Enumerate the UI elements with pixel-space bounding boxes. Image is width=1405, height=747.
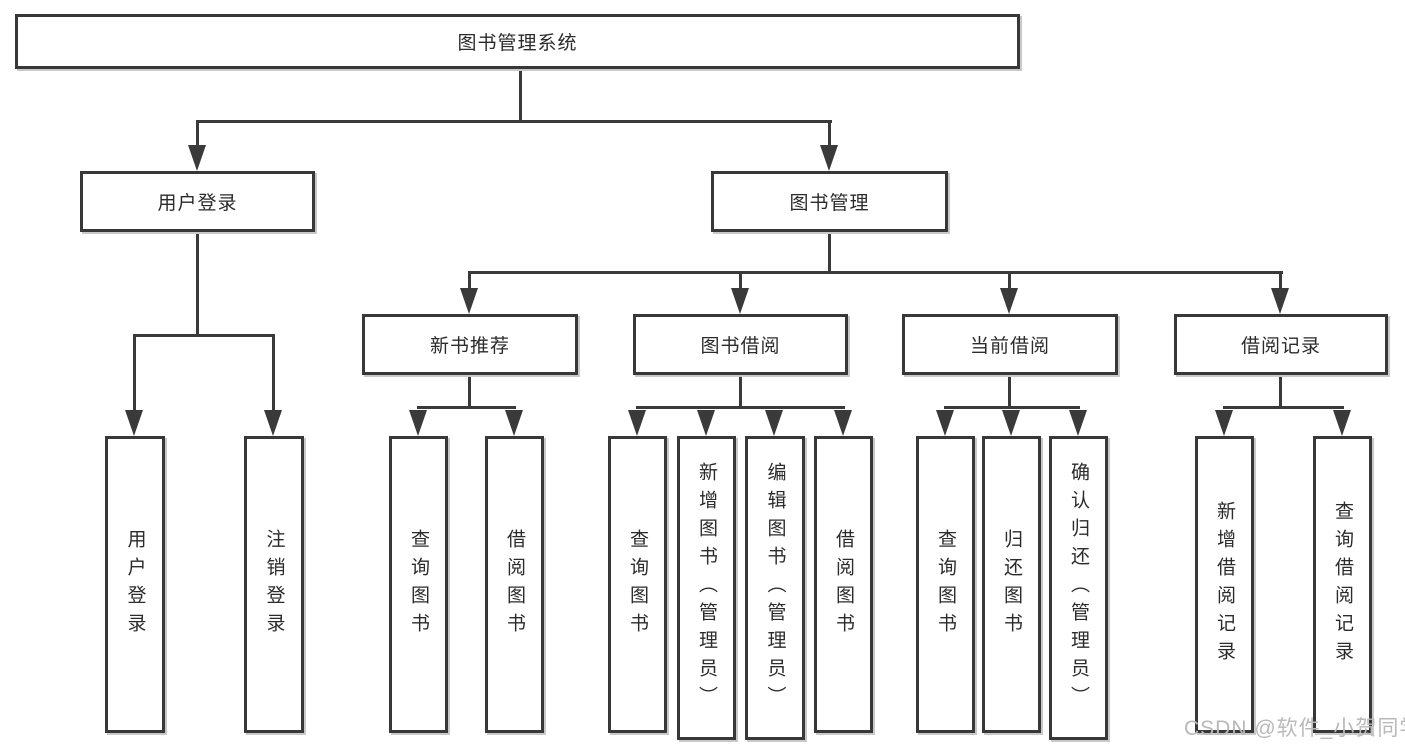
node-user-login-label: 用户登录 bbox=[157, 193, 238, 214]
arrow-down-icon bbox=[936, 410, 954, 436]
arrow-down-icon bbox=[820, 145, 838, 171]
leaf-borrow-book-label: 借阅图书 bbox=[833, 528, 854, 641]
leaf-borrow-query: 查询图书 bbox=[608, 436, 667, 733]
connector-bookmgmt-stem bbox=[828, 232, 831, 274]
node-new-book-recommend: 新书推荐 bbox=[362, 314, 578, 375]
connector-bookborrow-hline bbox=[636, 406, 845, 409]
leaf-query-borrow-record: 查询借阅记录 bbox=[1313, 436, 1372, 733]
connector-root-stem bbox=[519, 68, 522, 123]
arrow-down-icon bbox=[125, 410, 143, 436]
connector-drop-level3 bbox=[739, 271, 742, 293]
leaf-newbooks-query-label: 查询图书 bbox=[408, 528, 429, 641]
arrow-down-icon bbox=[731, 288, 749, 314]
leaf-borrow-add-admin-label: 新增图书（管理员） bbox=[696, 462, 717, 714]
node-borrow-records: 借阅记录 bbox=[1174, 314, 1388, 375]
leaf-current-query-label: 查询图书 bbox=[935, 528, 956, 641]
csdn-watermark: CSDN @软件_小贺同学 bbox=[1184, 717, 1405, 740]
connector-drop-level3 bbox=[468, 271, 471, 293]
connector-bookmgmt-hline bbox=[468, 271, 1283, 274]
node-current-borrow-label: 当前借阅 bbox=[969, 336, 1050, 357]
node-current-borrow: 当前借阅 bbox=[902, 314, 1118, 375]
node-root: 图书管理系统 bbox=[15, 14, 1020, 69]
leaf-newbooks-borrow-label: 借阅图书 bbox=[504, 528, 525, 641]
leaf-user-login: 用户登录 bbox=[105, 436, 165, 733]
arrow-down-icon bbox=[1002, 410, 1020, 436]
arrow-down-icon bbox=[1069, 410, 1087, 436]
connector-drop-user-login bbox=[196, 120, 199, 150]
connector-borrowrecords-stem bbox=[1279, 375, 1282, 409]
connector-drop-leaf bbox=[133, 334, 136, 414]
node-root-label: 图书管理系统 bbox=[457, 33, 578, 54]
leaf-query-borrow-record-label: 查询借阅记录 bbox=[1332, 500, 1353, 669]
leaf-newbooks-borrow: 借阅图书 bbox=[485, 436, 544, 733]
leaf-borrow-query-label: 查询图书 bbox=[627, 528, 648, 641]
leaf-current-query: 查询图书 bbox=[916, 436, 975, 733]
node-book-borrow-label: 图书借阅 bbox=[700, 336, 781, 357]
connector-borrowrecords-hline bbox=[1223, 406, 1344, 409]
arrow-down-icon bbox=[505, 410, 523, 436]
leaf-borrow-edit-admin: 编辑图书（管理员） bbox=[745, 436, 805, 740]
connector-currentborrow-hline bbox=[944, 406, 1080, 409]
leaf-add-borrow-record-label: 新增借阅记录 bbox=[1214, 500, 1235, 669]
connector-userlogin-stem bbox=[196, 232, 199, 337]
leaf-borrow-book: 借阅图书 bbox=[814, 436, 873, 733]
leaf-add-borrow-record: 新增借阅记录 bbox=[1195, 436, 1254, 733]
connector-bookborrow-stem bbox=[739, 375, 742, 409]
connector-root-hline bbox=[196, 120, 832, 123]
leaf-return-book-label: 归还图书 bbox=[1001, 528, 1022, 641]
arrow-down-icon bbox=[188, 145, 206, 171]
node-new-book-recommend-label: 新书推荐 bbox=[429, 336, 510, 357]
node-user-login: 用户登录 bbox=[80, 171, 315, 232]
node-book-borrow: 图书借阅 bbox=[633, 314, 848, 375]
node-book-management: 图书管理 bbox=[711, 171, 948, 232]
arrow-down-icon bbox=[765, 410, 783, 436]
connector-drop-leaf bbox=[272, 334, 275, 414]
connector-newbooks-hline bbox=[417, 406, 516, 409]
arrow-down-icon bbox=[1271, 288, 1289, 314]
node-book-management-label: 图书管理 bbox=[789, 193, 870, 214]
arrow-down-icon bbox=[264, 410, 282, 436]
leaf-logout-label: 注销登录 bbox=[263, 528, 285, 641]
connector-drop-level3 bbox=[1008, 271, 1011, 293]
leaf-confirm-return-admin-label: 确认归还（管理员） bbox=[1068, 462, 1089, 714]
arrow-down-icon bbox=[460, 288, 478, 314]
connector-currentborrow-stem bbox=[1008, 375, 1011, 409]
leaf-borrow-add-admin: 新增图书（管理员） bbox=[677, 436, 736, 740]
arrow-down-icon bbox=[834, 410, 852, 436]
leaf-confirm-return-admin: 确认归还（管理员） bbox=[1049, 436, 1108, 740]
leaf-return-book: 归还图书 bbox=[982, 436, 1041, 733]
arrow-down-icon bbox=[1333, 410, 1351, 436]
node-borrow-records-label: 借阅记录 bbox=[1240, 336, 1321, 357]
leaf-newbooks-query: 查询图书 bbox=[389, 436, 448, 733]
arrow-down-icon bbox=[628, 410, 646, 436]
arrow-down-icon bbox=[697, 410, 715, 436]
connector-drop-level3 bbox=[1279, 271, 1282, 293]
arrow-down-icon bbox=[1215, 410, 1233, 436]
leaf-user-login-label: 用户登录 bbox=[124, 528, 146, 641]
arrow-down-icon bbox=[1000, 288, 1018, 314]
arrow-down-icon bbox=[409, 410, 427, 436]
leaf-borrow-edit-admin-label: 编辑图书（管理员） bbox=[764, 462, 786, 714]
connector-drop-book-mgmt bbox=[828, 120, 831, 150]
connector-newbooks-stem bbox=[468, 375, 471, 409]
leaf-logout: 注销登录 bbox=[244, 436, 304, 733]
connector-userlogin-hline bbox=[133, 334, 275, 337]
